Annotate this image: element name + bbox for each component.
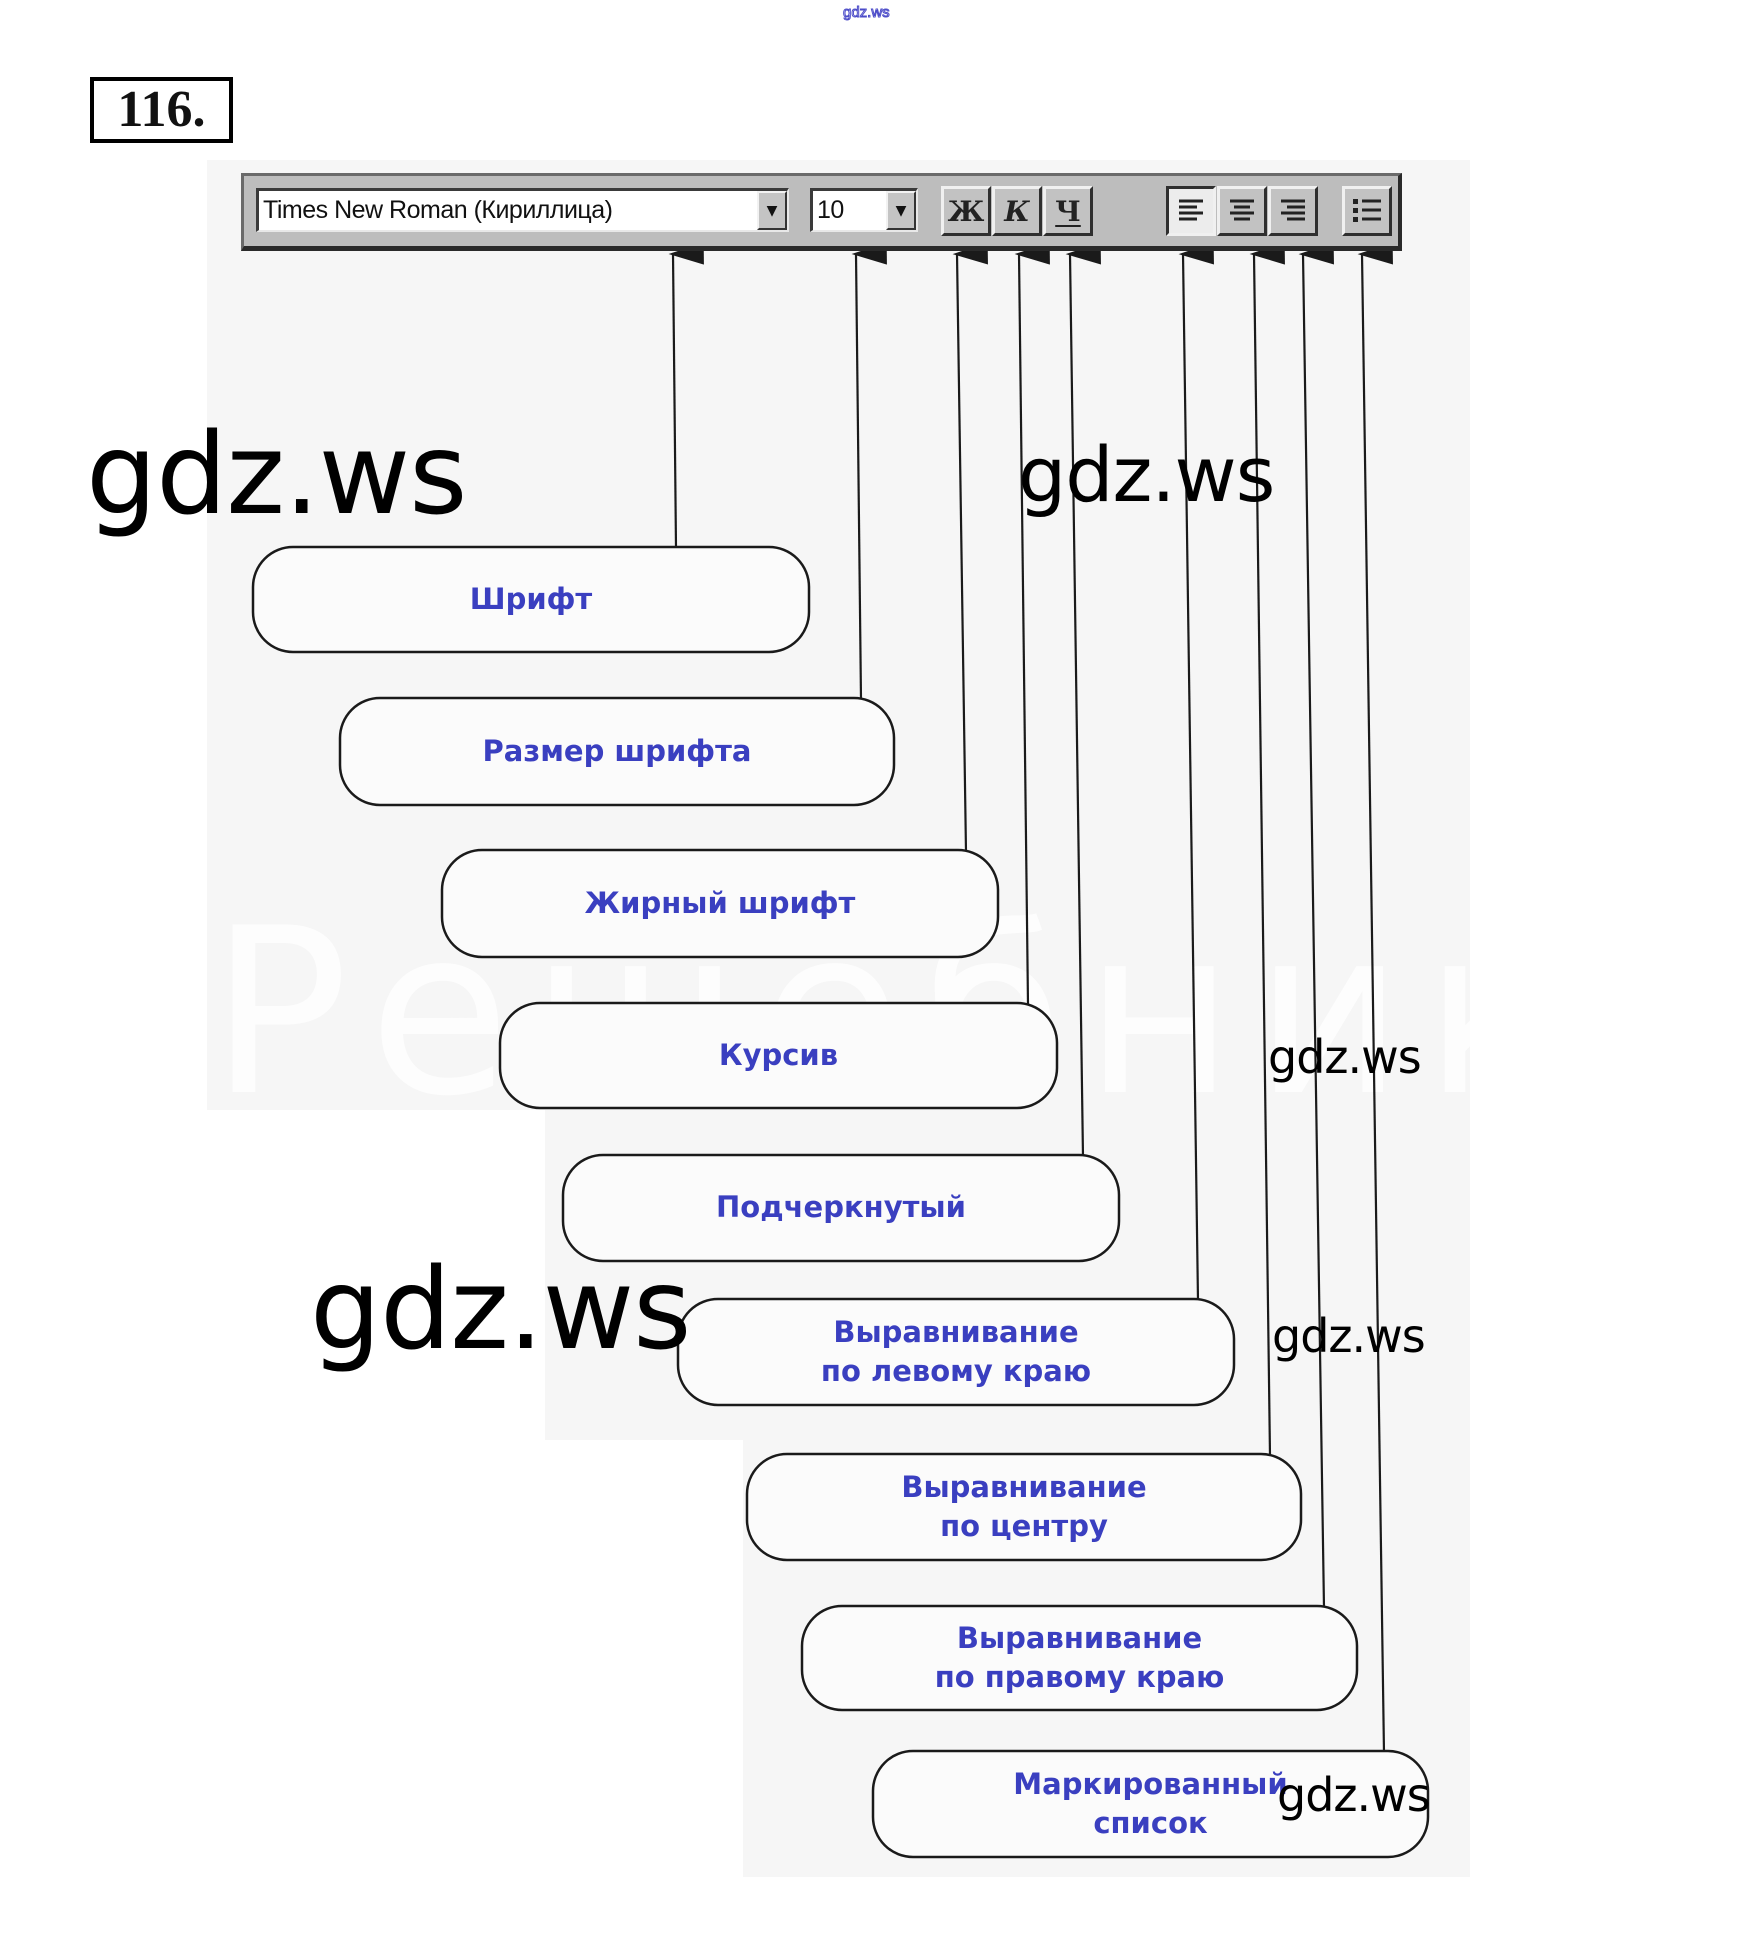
- underline-button[interactable]: Ч: [1043, 186, 1093, 236]
- label-box-outline-bulleted-list: [871, 1749, 1430, 1859]
- label-bold: Жирный шрифт: [442, 850, 998, 957]
- align-center-icon: [1230, 199, 1254, 221]
- watermark-large: gdz.ws: [310, 1245, 692, 1375]
- label-line: по левому краю: [820, 1354, 1092, 1388]
- italic-icon: К: [1004, 194, 1030, 228]
- arrow-font: [668, 242, 704, 549]
- task-number: 116.: [90, 77, 233, 143]
- top-watermark: gdz.ws: [843, 4, 891, 22]
- label-box-outline-align-right: [800, 1604, 1359, 1712]
- label-line: Жирный шрифт: [584, 885, 856, 920]
- watermark-large: gdz.ws: [86, 410, 468, 540]
- label-align-right: Выравнивание по правому краю: [802, 1606, 1357, 1710]
- align-left-button[interactable]: [1166, 186, 1216, 236]
- label-bulleted-list: Маркированный список: [873, 1751, 1428, 1857]
- label-line: Курсив: [718, 1037, 839, 1072]
- label-box-outline-italic: [498, 1001, 1059, 1110]
- italic-button[interactable]: К: [992, 186, 1042, 236]
- arrow-align-center: [1249, 242, 1285, 1457]
- align-left-icon: [1179, 199, 1203, 221]
- arrow-italic: [1014, 242, 1050, 1006]
- arrow-bold: [952, 242, 988, 853]
- label-box-outline-align-center: [745, 1452, 1303, 1562]
- label-underline: Подчеркнутый: [563, 1155, 1119, 1261]
- chevron-down-icon: ▼: [895, 202, 907, 219]
- label-line: Размер шрифта: [482, 733, 752, 768]
- arrow-underline: [1065, 242, 1101, 1158]
- scan-white-patch: [0, 1440, 743, 1947]
- formatting-toolbar: Times New Roman (Кириллица) ▼ 10 ▼ Ж К Ч: [241, 173, 1402, 251]
- scan-white-patch: [335, 1110, 545, 1460]
- align-center-button[interactable]: [1217, 186, 1267, 236]
- bulleted-list-button[interactable]: [1342, 186, 1392, 236]
- label-line: список: [1093, 1806, 1208, 1840]
- label-font: Шрифт: [253, 547, 809, 652]
- label-font-size: Размер шрифта: [340, 698, 894, 805]
- bulleted-list-icon: [1353, 199, 1381, 222]
- arrow-align-left: [1178, 242, 1214, 1302]
- watermark-small: gdz.ws: [1277, 1768, 1431, 1822]
- arrow-align-right: [1298, 242, 1334, 1609]
- label-line: Выравнивание: [901, 1469, 1147, 1504]
- font-name-value: Times New Roman (Кириллица): [263, 196, 613, 224]
- label-box-outline-underline: [561, 1153, 1121, 1263]
- arrow-bulleted-list: [1357, 242, 1393, 1754]
- label-align-left: Выравнивание по левому краю: [678, 1299, 1234, 1405]
- chevron-down-icon: ▼: [766, 202, 778, 219]
- arrow-font-size: [851, 242, 887, 701]
- font-size-value: 10: [817, 196, 844, 224]
- watermark-small: gdz.ws: [1272, 1309, 1426, 1363]
- align-right-button[interactable]: [1268, 186, 1318, 236]
- label-italic: Курсив: [500, 1003, 1057, 1108]
- label-line: по правому краю: [934, 1660, 1225, 1694]
- font-name-dropdown-button[interactable]: ▼: [757, 191, 787, 230]
- font-name-combo[interactable]: Times New Roman (Кириллица) ▼: [256, 188, 789, 232]
- watermark-large: gdz.ws: [1018, 430, 1275, 519]
- underline-icon: Ч: [1055, 194, 1081, 228]
- font-size-dropdown-button[interactable]: ▼: [886, 191, 916, 230]
- label-box-outline-align-left: [676, 1297, 1236, 1407]
- font-size-combo[interactable]: 10 ▼: [810, 188, 918, 232]
- watermark-small: gdz.ws: [1268, 1030, 1422, 1084]
- label-line: Шрифт: [469, 581, 593, 616]
- bold-icon: Ж: [947, 194, 985, 228]
- label-line: Маркированный: [1013, 1766, 1288, 1801]
- label-line: по центру: [940, 1509, 1108, 1543]
- label-box-outline-font: [251, 545, 811, 654]
- label-line: Выравнивание: [956, 1620, 1203, 1655]
- label-line: Выравнивание: [833, 1314, 1079, 1349]
- align-right-icon: [1281, 199, 1305, 221]
- label-line: Подчеркнутый: [716, 1190, 966, 1225]
- label-box-outline-bold: [440, 848, 1000, 959]
- bold-button[interactable]: Ж: [941, 186, 991, 236]
- label-align-center: Выравнивание по центру: [747, 1454, 1301, 1560]
- label-box-outline-font-size: [338, 696, 896, 807]
